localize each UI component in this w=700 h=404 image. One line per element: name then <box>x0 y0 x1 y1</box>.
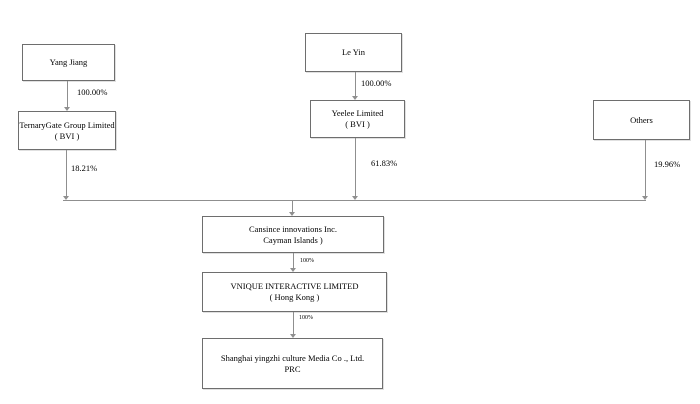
edge-label-yeelee-to-cansince: 61.83% <box>371 158 398 168</box>
connector-yang-to-ternarygate <box>67 81 68 108</box>
edge-label-leyin-to-yeelee: 100.00% <box>361 78 392 88</box>
node-vnique-interactive: VNIQUE INTERACTIVE LIMITED ( Hong Kong ) <box>202 272 387 312</box>
node-label-line1: Yeelee Limited <box>331 108 384 118</box>
node-label: Yang Jiang <box>49 57 88 67</box>
node-ternarygate-group-limited: TernaryGate Group Limited ( BVI ) <box>18 111 116 150</box>
node-label: Le Yin <box>341 47 366 57</box>
arrowhead-icon <box>63 196 69 200</box>
node-label-line2: ( BVI ) <box>345 119 370 129</box>
arrowhead-icon <box>64 107 70 111</box>
connector-bus-to-cansince <box>292 201 293 213</box>
node-label: Others <box>630 114 653 125</box>
node-label-line2: PRC <box>284 363 301 374</box>
arrowhead-icon <box>352 96 358 100</box>
node-cansince-innovations: Cansince innovations Inc. Cayman Islands… <box>202 216 384 253</box>
node-label-line2: Cayman Islands ) <box>263 234 323 245</box>
connector-yeelee-down <box>355 138 356 197</box>
edge-label-cansince-to-vnique: 100% <box>300 258 314 264</box>
arrowhead-icon <box>290 268 296 272</box>
arrowhead-icon <box>642 196 648 200</box>
node-label-line1: Shanghai yingzhi culture Media Co ., Ltd… <box>220 352 365 363</box>
edge-label-others-to-cansince: 19.96% <box>654 159 681 169</box>
connector-leyin-to-yeelee <box>355 72 356 97</box>
connector-ternarygate-down <box>66 150 67 197</box>
edge-label-ternarygate-to-cansince: 18.21% <box>71 163 98 173</box>
node-label-line2: ( BVI ) <box>54 130 80 141</box>
node-shanghai-yingzhi: Shanghai yingzhi culture Media Co ., Ltd… <box>202 338 383 389</box>
arrowhead-icon <box>290 334 296 338</box>
node-le-yin: Le Yin <box>305 33 402 72</box>
node-others: Others <box>593 100 690 140</box>
connector-vnique-to-shanghai <box>293 312 294 335</box>
connector-horizontal-bus <box>63 200 646 201</box>
node-yeelee-limited: Yeelee Limited ( BVI ) <box>310 100 405 138</box>
edge-label-vnique-to-shanghai: 100% <box>299 315 313 321</box>
connector-others-down <box>645 140 646 197</box>
arrowhead-icon <box>352 196 358 200</box>
node-label-line1: TernaryGate Group Limited <box>19 119 115 130</box>
edge-label-yang-to-ternarygate: 100.00% <box>77 87 108 97</box>
node-label-line2: ( Hong Kong ) <box>269 292 320 302</box>
node-label-line1: Cansince innovations Inc. <box>248 223 338 234</box>
node-label-line1: VNIQUE INTERACTIVE LIMITED <box>230 281 359 291</box>
connector-cansince-to-vnique <box>293 253 294 269</box>
node-yang-jiang: Yang Jiang <box>22 44 115 81</box>
arrowhead-icon <box>289 212 295 216</box>
